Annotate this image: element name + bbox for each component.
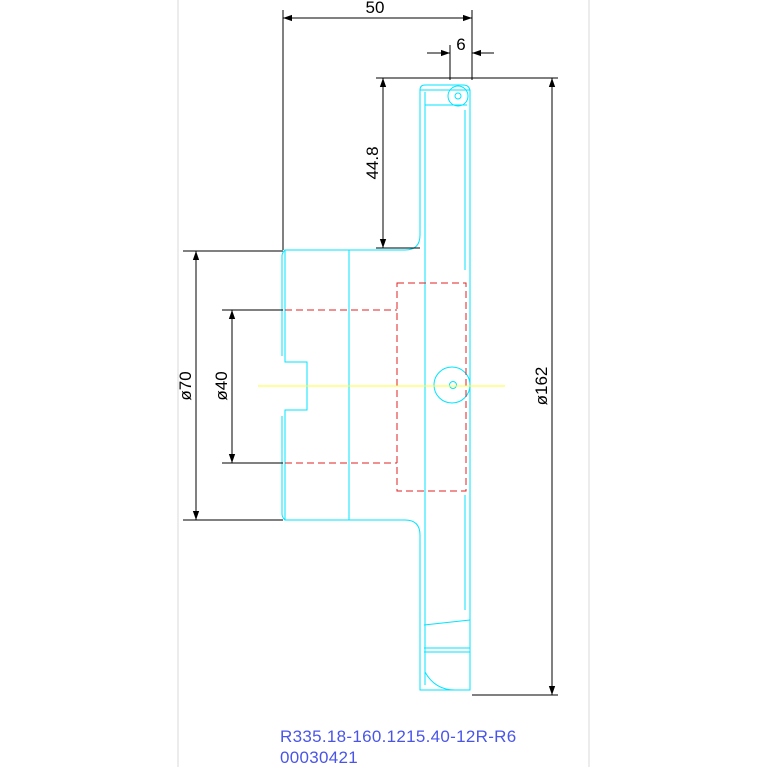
dim-cutter-diameter: ø162 [532, 367, 551, 406]
drawing-frame [177, 0, 590, 767]
bore-center [449, 381, 457, 389]
pin-circle [447, 85, 469, 107]
dim-flange-thickness: 6 [456, 35, 465, 54]
extension-lines [183, 10, 558, 696]
drawing-number: 00030421 [280, 748, 359, 767]
dimension-lines [192, 14, 556, 695]
pin-center [454, 92, 462, 100]
bore-circle [433, 366, 471, 404]
dim-hub-offset: 44.8 [363, 146, 382, 179]
dim-bore-diameter: ø40 [212, 371, 231, 400]
hidden-lines [285, 60, 473, 492]
dim-overall-length: 50 [366, 0, 385, 17]
part-outline [281, 84, 471, 691]
part-number: R335.18-160.1215.40-12R-R6 [280, 727, 517, 746]
dim-hub-diameter: ø70 [176, 371, 195, 400]
